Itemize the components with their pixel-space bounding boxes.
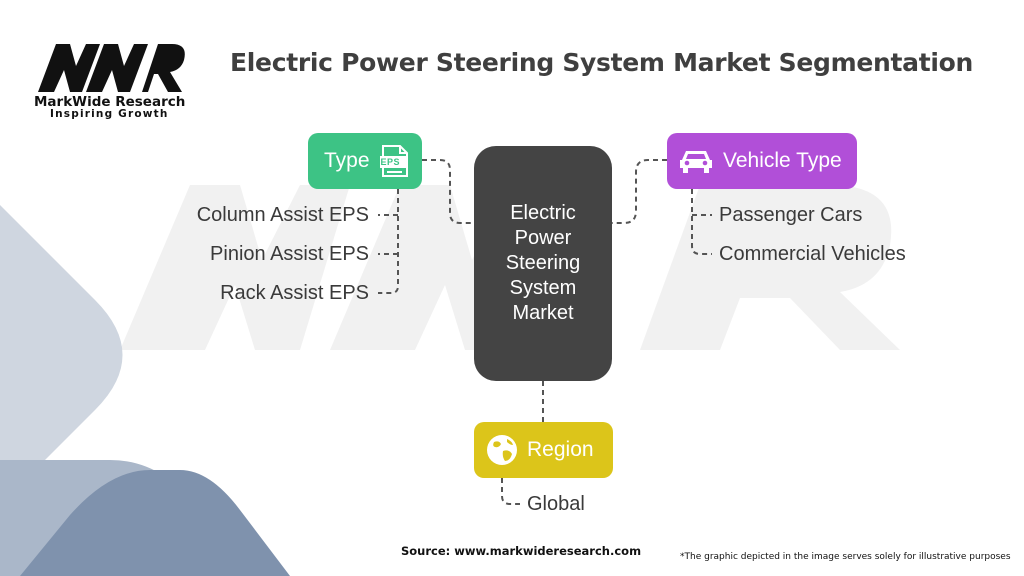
segment-region-label: Region	[527, 438, 594, 461]
type-item-pinion-assist: Pinion Assist EPS	[210, 243, 369, 265]
eps-icon-text: EPS	[380, 157, 401, 167]
corner-decoration	[0, 205, 290, 576]
segment-type-header: Type EPS	[308, 133, 422, 189]
logo-mark-icon	[38, 44, 185, 92]
segment-vehicle-type-label: Vehicle Type	[723, 149, 842, 172]
center-line: System	[509, 277, 577, 299]
center-line: Power	[514, 227, 572, 249]
car-icon	[679, 148, 713, 174]
vehicle-item-passenger-cars: Passenger Cars	[719, 204, 863, 226]
eps-document-icon: EPS	[379, 145, 410, 177]
brand-logo	[36, 42, 196, 122]
region-item-global: Global	[527, 493, 585, 515]
page-title: Electric Power Steering System Market Se…	[230, 48, 973, 77]
globe-icon	[486, 434, 518, 466]
disclaimer-text: *The graphic depicted in the image serve…	[680, 552, 1011, 562]
type-item-rack-assist: Rack Assist EPS	[220, 282, 369, 304]
center-line: Electric	[510, 202, 576, 224]
brand-tagline: Inspiring Growth	[50, 108, 169, 120]
center-market-box: Electric Power Steering System Market	[474, 146, 612, 381]
source-text: Source: www.markwideresearch.com	[401, 544, 642, 558]
segment-region-header: Region	[474, 422, 613, 478]
type-item-column-assist: Column Assist EPS	[196, 204, 369, 226]
brand-name: MarkWide Research	[34, 94, 186, 110]
vehicle-item-commercial-vehicles: Commercial Vehicles	[719, 243, 906, 265]
center-line: Market	[512, 302, 574, 324]
connector-lines	[378, 159, 712, 505]
segment-type-label: Type	[324, 149, 370, 172]
center-line: Steering	[505, 252, 581, 274]
segment-vehicle-type-header: Vehicle Type	[667, 133, 857, 189]
